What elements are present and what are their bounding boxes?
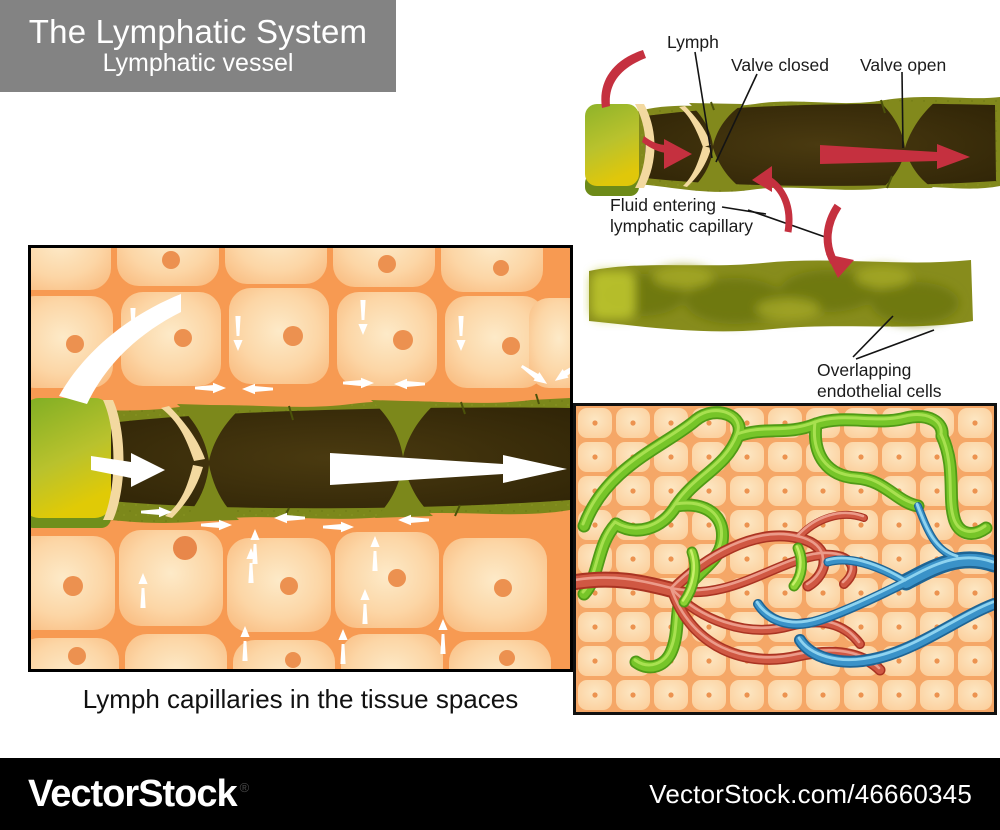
lymphatic-capillary-closed-illustration bbox=[589, 260, 973, 332]
tissue-panel bbox=[9, 200, 589, 724]
title-box: The Lymphatic System Lymphatic vessel bbox=[0, 0, 396, 92]
label-lymph: Lymph bbox=[667, 32, 719, 52]
capillary-valve-flaps bbox=[161, 406, 205, 518]
capillary-network-panel bbox=[573, 403, 997, 715]
capillary-network-art bbox=[576, 406, 994, 712]
overlapping-cell-shading bbox=[591, 266, 959, 324]
capillary-pinches bbox=[177, 400, 437, 522]
panel-caption: Lymph capillaries in the tissue spaces bbox=[82, 684, 519, 714]
lumen-arrow-long bbox=[330, 453, 567, 485]
vectorstock-logo: VectorStock® bbox=[28, 772, 250, 815]
vessel-end-cap bbox=[585, 104, 655, 196]
lymph-flow-arrows bbox=[642, 136, 970, 169]
lumen-arrow-small bbox=[91, 453, 165, 487]
page-subtitle: Lymphatic vessel bbox=[102, 49, 294, 78]
capillary-end-cap bbox=[23, 398, 124, 528]
tissue-panel-art bbox=[9, 200, 589, 724]
label-overlapping-endothelial-cells: Overlapping endothelial cells bbox=[817, 360, 942, 401]
registered-mark: ® bbox=[239, 779, 250, 795]
lymphatic-vessel-open-illustration bbox=[585, 97, 1000, 196]
label-valve-closed: Valve closed bbox=[731, 55, 829, 75]
watermark-bar: VectorStock® VectorStock.com/46660345 bbox=[0, 758, 1000, 830]
cell-nuclei bbox=[63, 251, 520, 668]
label-fluid-entering: Fluid entering lymphatic capillary bbox=[610, 195, 753, 236]
entry-swoosh-arrow bbox=[59, 294, 181, 404]
fluid-flow-arrows-white bbox=[59, 294, 584, 664]
label-valve-open: Valve open bbox=[860, 55, 947, 75]
page-title: The Lymphatic System bbox=[28, 13, 368, 51]
vectorstock-url: VectorStock.com/46660345 bbox=[649, 778, 972, 809]
